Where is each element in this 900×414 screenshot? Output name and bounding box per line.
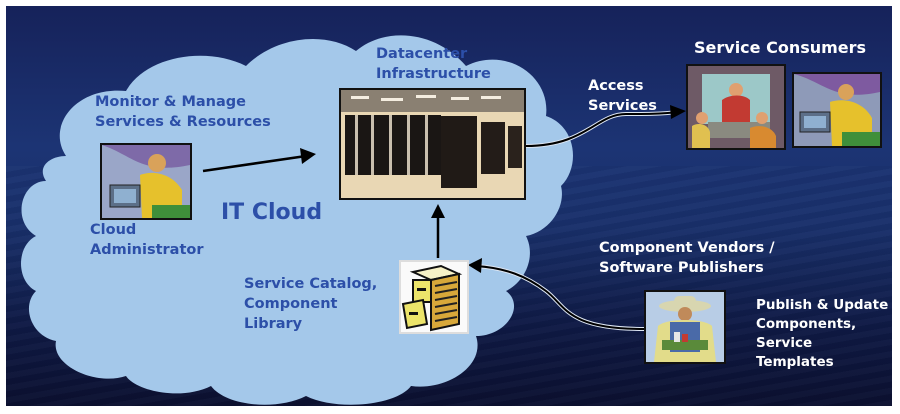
access-arrowhead — [670, 105, 686, 119]
business-meeting-icon — [686, 64, 786, 150]
publish-update-label: Publish & Update Components, Service Tem… — [756, 297, 889, 370]
access-curve-inner — [525, 111, 679, 147]
person-at-computer-icon — [100, 143, 192, 220]
file-cabinet-icon — [399, 260, 469, 334]
access-services-label: Access Services — [588, 78, 657, 114]
publish-curve-inner — [475, 265, 645, 330]
it-cloud-title: IT Cloud — [221, 200, 323, 225]
service-consumers-label: Service Consumers — [694, 38, 867, 57]
service-catalog-label: Service Catalog, Component Library — [244, 276, 378, 332]
catalog-arrowhead — [431, 204, 445, 218]
person-at-computer-icon — [792, 72, 882, 148]
cloud-administrator-label: Cloud Administrator — [90, 222, 204, 258]
farmer-publisher-icon — [644, 290, 726, 364]
server-racks-photo — [339, 88, 526, 200]
diagram-canvas: Monitor & Manage Services & Resources Cl… — [6, 6, 892, 406]
manage-arrow — [202, 154, 307, 173]
publish-arrowhead — [468, 258, 482, 273]
datacenter-label: Datacenter Infrastructure — [376, 46, 491, 82]
manage-arrowhead — [300, 148, 316, 164]
monitor-manage-label: Monitor & Manage Services & Resources — [95, 94, 271, 130]
component-vendors-label: Component Vendors / Software Publishers — [599, 240, 775, 276]
